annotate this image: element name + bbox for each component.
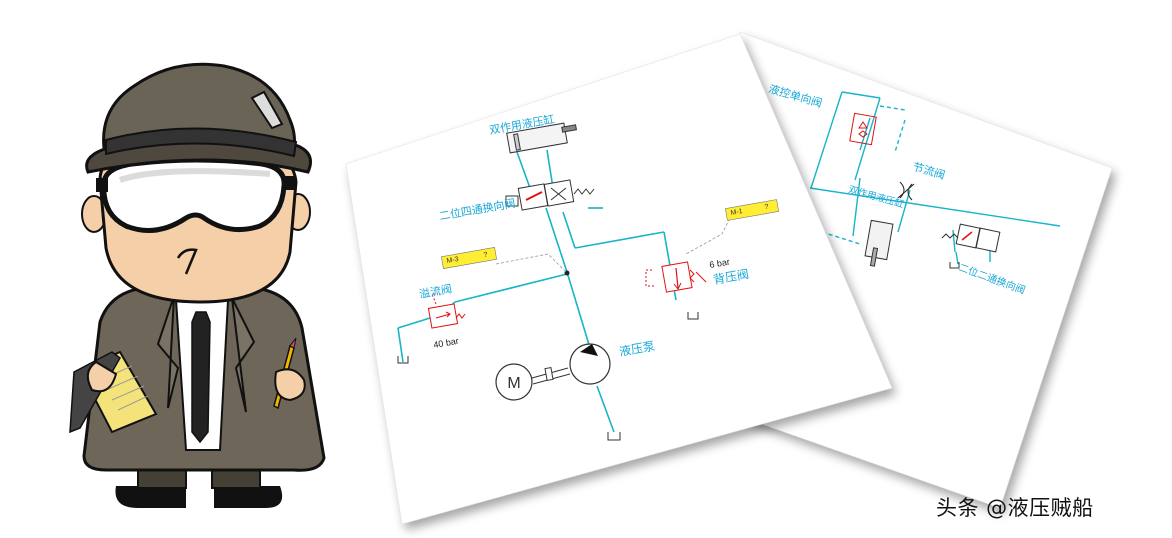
back-pressure-value: 6 bar	[709, 257, 731, 270]
relief-valve-symbol	[427, 293, 466, 329]
goggles	[96, 157, 296, 233]
relief-pressure-label: 40 bar	[433, 336, 460, 350]
gauge-tag-left-value: ?	[483, 251, 488, 259]
junction-dot	[564, 270, 570, 276]
pump-label: 液压泵	[618, 338, 656, 359]
right-hand	[274, 368, 306, 402]
right-lapel	[231, 297, 256, 413]
front-tank-symbols	[397, 312, 699, 441]
back-cylinder-symbol	[864, 219, 894, 267]
mouth	[176, 248, 198, 275]
gauge-tag-right-value: ?	[764, 203, 769, 211]
gauge-tag-left-text: M-3	[446, 256, 459, 265]
necktie	[191, 311, 211, 444]
back-pressure-valve-symbol	[645, 261, 707, 293]
front-circuit-lines	[397, 149, 677, 433]
hat-card	[250, 90, 284, 130]
relief-valve-label: 溢流阀	[418, 281, 453, 301]
hydraulic-pump-symbol	[569, 343, 611, 385]
gauge-leaders	[495, 213, 733, 273]
fedora-hat	[85, 62, 312, 174]
front-cylinder-symbol	[506, 122, 577, 154]
throttle-valve-symbol	[897, 181, 915, 201]
back-pressure-valve-label: 背压阀	[712, 267, 750, 287]
left-hand	[86, 360, 118, 393]
motor-letter: M	[507, 375, 520, 392]
front-schematic-sheet: M M-3 ? M-1 ? 双作用液压缸 二位四通换向阀 溢流阀 40 bar …	[345, 33, 893, 525]
four-two-valve-symbol	[505, 179, 595, 211]
gauge-tag-right-text: M-1	[730, 208, 743, 217]
left-lapel	[156, 295, 180, 409]
check-valve-symbol	[849, 112, 877, 146]
watermark-text: 头条 @液压贼船	[936, 496, 1094, 520]
back-two-way-valve-symbol	[941, 223, 1001, 253]
shoes	[115, 486, 283, 508]
gauge-tag-left: M-3 ?	[441, 247, 497, 269]
detective-character	[69, 62, 326, 508]
motor-symbol: M	[495, 363, 571, 401]
gauge-tag-right: M-1 ?	[725, 199, 779, 221]
